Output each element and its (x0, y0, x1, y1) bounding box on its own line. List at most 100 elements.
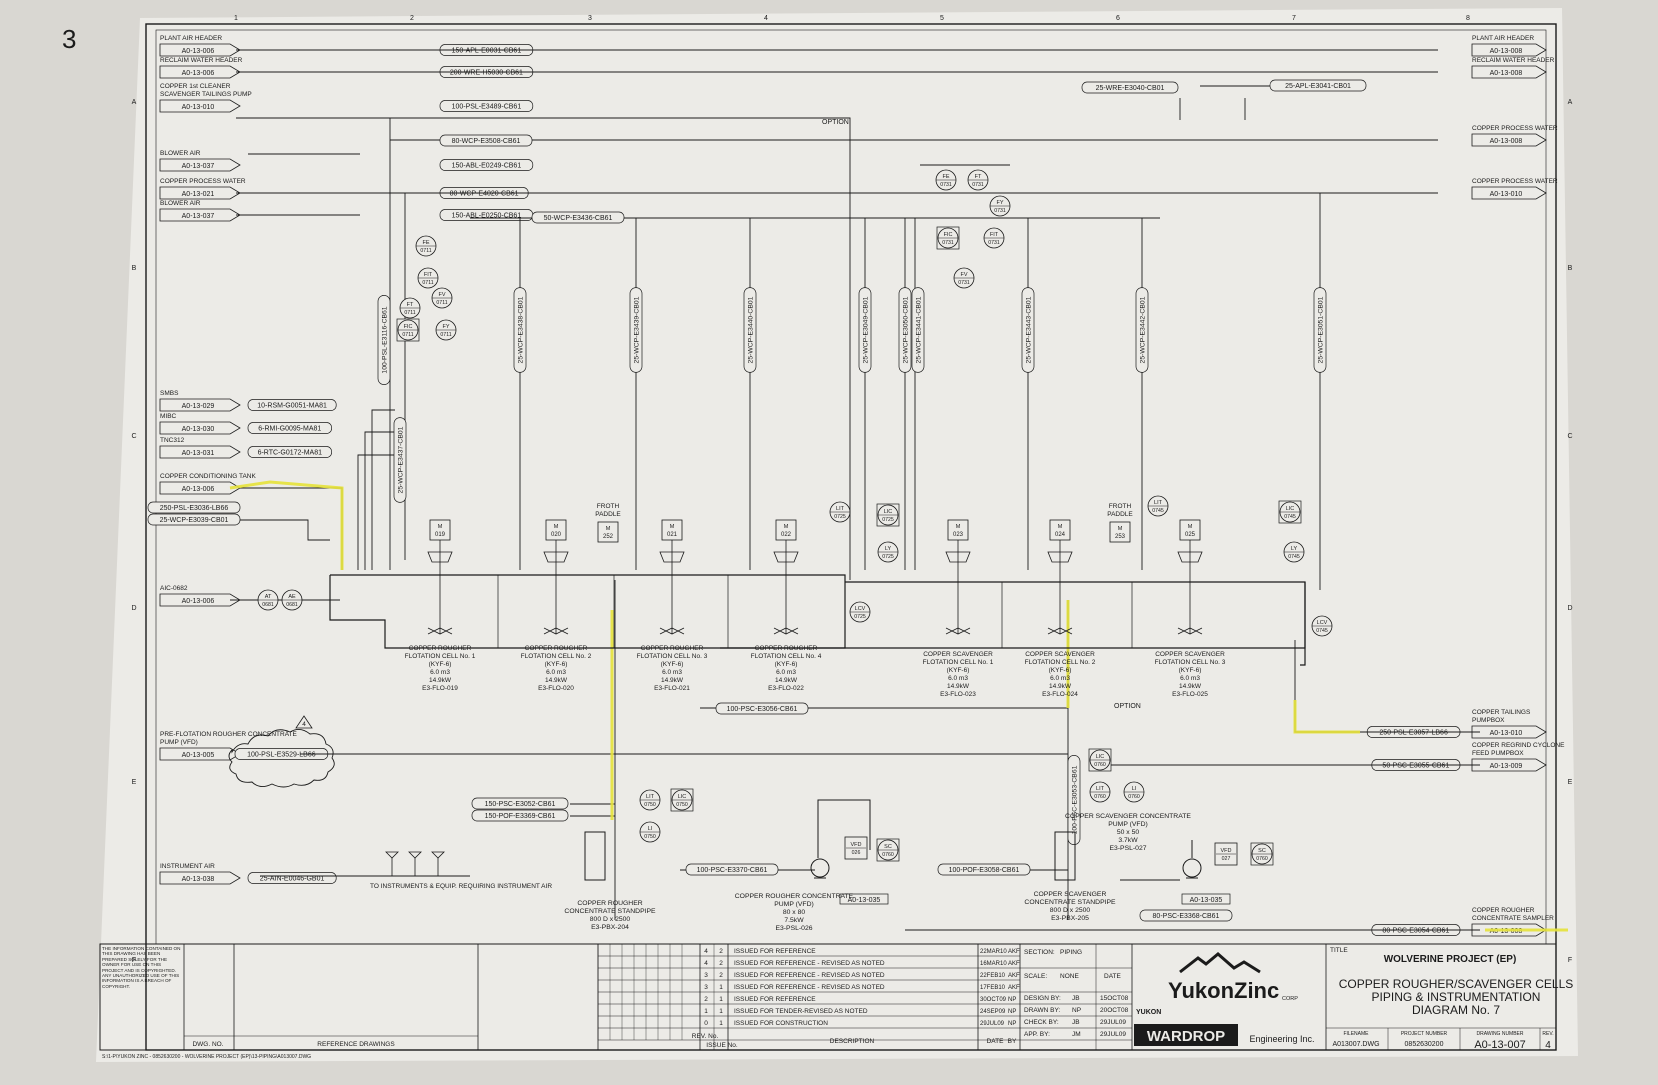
svg-text:NP: NP (1008, 1021, 1016, 1027)
vertical-line-tag: 100-PSC-E3053-CB61 (1067, 755, 1081, 845)
connector-ref: A0-13-006 (182, 48, 215, 55)
svg-text:AKF: AKF (1008, 949, 1020, 955)
connector-arrow (159, 158, 241, 172)
svg-text:ISSUED FOR TENDER-REVISED AS N: ISSUED FOR TENDER-REVISED AS NOTED (734, 1008, 868, 1015)
svg-text:YUKON: YUKON (1136, 1009, 1161, 1016)
svg-text:PROJECT NUMBER: PROJECT NUMBER (1401, 1031, 1448, 1037)
svg-text:LY: LY (885, 546, 892, 552)
svg-text:80-WCP-E3508-CB61: 80-WCP-E3508-CB61 (452, 138, 521, 145)
svg-text:0731: 0731 (940, 182, 952, 188)
motor-tag: 024 (1055, 532, 1066, 538)
svg-text:WARDROP: WARDROP (1147, 1028, 1225, 1045)
svg-text:0745: 0745 (1284, 514, 1296, 520)
svg-text:AT: AT (265, 594, 272, 600)
svg-text:AE: AE (288, 594, 296, 600)
connector-line-text: 80-PSC-E3054-CB61 (1382, 928, 1449, 935)
svg-text:0711: 0711 (420, 248, 431, 254)
vertical-line-tag: 25-WCP-E3442-CB01 (1135, 287, 1149, 373)
svg-text:PADDLE: PADDLE (1107, 511, 1133, 518)
svg-text:M: M (438, 524, 443, 530)
svg-text:29JUL09: 29JUL09 (980, 1021, 1005, 1027)
svg-text:M: M (1118, 526, 1123, 532)
issue-label: ISSUE No. (706, 1042, 738, 1049)
connector-name: SCAVENGER TAILINGS PUMP (160, 91, 252, 98)
connector-arrow (1471, 133, 1547, 147)
svg-text:25-WCP-E3439-CB01: 25-WCP-E3439-CB01 (634, 296, 641, 363)
svg-text:2: 2 (719, 972, 723, 979)
grid-row-label: C (131, 433, 136, 440)
svg-text:1: 1 (719, 1020, 723, 1027)
connector-line-text: 150-APL-E0031-CB61 (452, 48, 522, 55)
connector-name: COPPER PROCESS WATER (1472, 178, 1558, 185)
svg-text:027: 027 (1222, 856, 1231, 862)
svg-text:16MAR10: 16MAR10 (980, 961, 1007, 967)
connector-ref: A0-13-037 (182, 213, 215, 220)
svg-text:0760: 0760 (1128, 794, 1140, 800)
svg-text:0760: 0760 (1256, 856, 1268, 862)
cell-label: FLOTATION CELL No. 4 (751, 653, 822, 660)
cell-label: FLOTATION CELL No. 2 (521, 653, 592, 660)
cell-label: COPPER SCAVENGER (1155, 651, 1225, 658)
cell-label: (KYF-6) (545, 661, 568, 668)
instrument-air-valves (385, 851, 445, 876)
line-tag-pof-3369: 150-POF-E3369-CB61 (471, 809, 569, 822)
line-tag-conditioning-1: 250-PSL-E3036-LB66 (147, 501, 241, 514)
line-tag-wcp-3436: 50-WCP-E3436-CB61 (531, 211, 625, 224)
line-tag-psc-3368: 80-PSC-E3368-CB61 (1139, 909, 1233, 922)
cell-label: COPPER ROUGHER (525, 645, 588, 652)
svg-text:PUMP (VFD): PUMP (VFD) (774, 901, 814, 908)
svg-text:FV: FV (438, 292, 445, 298)
scale-label: SCALE: (1024, 973, 1047, 980)
markup-highlights (229, 480, 1568, 932)
svg-text:1: 1 (719, 996, 723, 1003)
cell-label: FLOTATION CELL No. 2 (1025, 659, 1096, 666)
svg-text:50 x 50: 50 x 50 (1117, 829, 1140, 836)
connector-ref: A0-13-029 (182, 403, 215, 410)
connector-arrow (1471, 65, 1547, 79)
connector-arrow (159, 43, 241, 57)
svg-text:CONCENTRATE STANDPIPE: CONCENTRATE STANDPIPE (1024, 899, 1116, 906)
cell-label: (KYF-6) (429, 661, 452, 668)
svg-text:A0-13-035: A0-13-035 (848, 897, 881, 904)
svg-text:LIT: LIT (1154, 500, 1163, 506)
svg-text:3: 3 (704, 984, 708, 991)
vertical-line-tag: 100-PSL-E3116-CB61 (377, 295, 391, 385)
svg-text:FIT: FIT (990, 232, 999, 238)
connector-line-tag (247, 422, 332, 434)
connector-name: AIC-0682 (160, 585, 188, 592)
grid-row-label: D (131, 605, 136, 612)
svg-text:PUMP (VFD): PUMP (VFD) (1108, 821, 1148, 828)
line-tag-pof-3058: 100-POF-E3058-CB61 (937, 863, 1031, 876)
connector-name: FEED PUMPBOX (1472, 750, 1524, 757)
line-tag-labels: 25-WRE-E3040-CB01 25-APL-E3041-CB01 80-W… (147, 79, 1367, 922)
project-name: WOLVERINE PROJECT (EP) (1384, 954, 1517, 965)
svg-text:AKF: AKF (1008, 961, 1020, 967)
svg-text:0760: 0760 (882, 852, 894, 858)
agitator-shaft (659, 540, 685, 635)
connector-arrow (1471, 43, 1547, 57)
rev-label: REV. No. (692, 1033, 719, 1040)
svg-text:ISSUED FOR REFERENCE - REVISED: ISSUED FOR REFERENCE - REVISED AS NOTED (734, 984, 885, 991)
cell-label: 14.9kW (1179, 683, 1202, 690)
svg-text:100-PSC-E3370-CB61: 100-PSC-E3370-CB61 (697, 867, 768, 874)
cell-label: 6.0 m3 (430, 669, 450, 676)
connector-arrow (159, 65, 241, 79)
svg-text:29JUL09: 29JUL09 (1100, 1019, 1126, 1026)
svg-text:JB: JB (1072, 995, 1080, 1002)
svg-text:30OCT09: 30OCT09 (980, 997, 1007, 1003)
svg-text:E3-PSL-026: E3-PSL-026 (775, 925, 812, 932)
dwg-no-label: DWG. NO. (192, 1041, 223, 1048)
reference-drawings-label: REFERENCE DRAWINGS (317, 1041, 395, 1048)
